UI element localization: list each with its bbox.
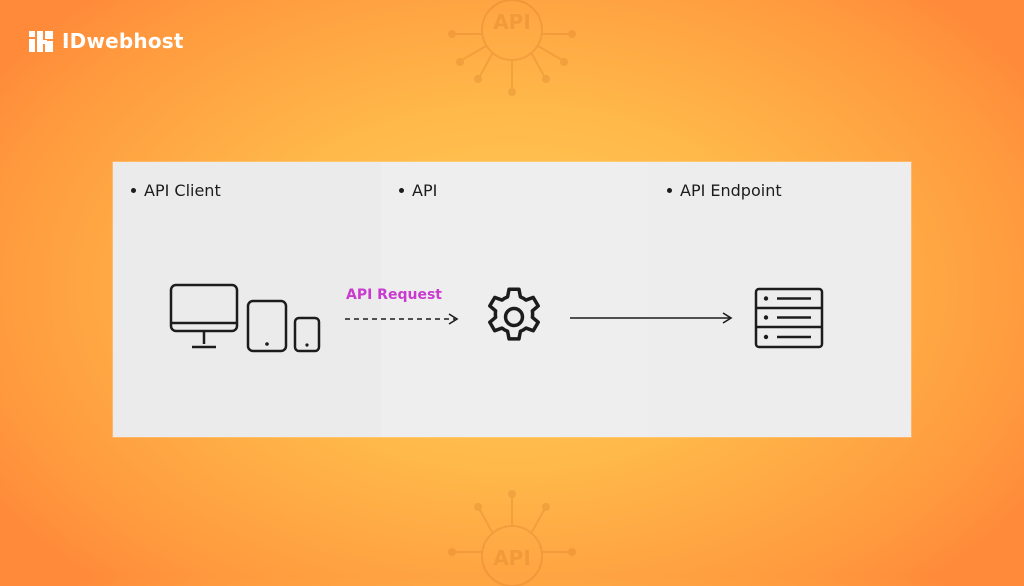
bullet-icon [131,188,136,193]
brand-name: IDwebhost [62,29,184,53]
label-api-endpoint: API Endpoint [667,181,782,200]
server-icon [754,287,824,349]
label-api-text: API [412,181,438,200]
client-column-bg [113,162,381,437]
label-api-endpoint-text: API Endpoint [680,181,782,200]
api-request-label: API Request [346,287,442,303]
api-network-icon [448,0,576,96]
api-watermark-top: API [440,0,584,104]
idwebhost-logo-icon [29,31,53,52]
api-flow-diagram: API Client API API Endpoint API Request [113,162,911,437]
api-watermark-bottom: API [440,476,584,586]
bullet-icon [399,188,404,193]
api-column-bg [381,162,649,437]
label-api-client-text: API Client [144,181,221,200]
gear-icon [488,287,540,341]
bullet-icon [667,188,672,193]
devices-icon [169,283,321,353]
label-api: API [399,181,437,200]
solid-arrow [570,312,733,324]
dashed-arrow [345,313,459,325]
api-watermark-label: API [493,546,531,570]
api-network-icon [448,490,576,586]
label-api-client: API Client [131,181,221,200]
brand-logo: IDwebhost [28,28,184,54]
api-watermark-label: API [493,10,531,34]
